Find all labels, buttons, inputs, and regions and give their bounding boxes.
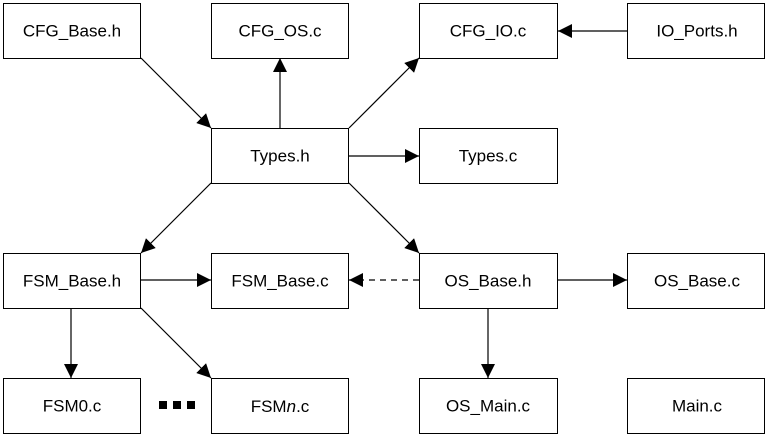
node-cfg-base-h: CFG_Base.h (3, 3, 141, 59)
node-fsm-base-h: FSM_Base.h (3, 253, 141, 309)
node-types-c: Types.c (419, 128, 558, 184)
fsmn-italic: n (287, 397, 296, 416)
node-cfg-os-c: CFG_OS.c (211, 3, 349, 59)
node-label: FSM_Base.h (23, 272, 121, 291)
node-cfg-io-c: CFG_IO.c (419, 3, 558, 59)
node-label: CFG_Base.h (23, 22, 121, 41)
fsmn-prefix: FSM (251, 397, 287, 416)
node-label: FSM0.c (43, 397, 102, 416)
node-label: OS_Base.h (445, 272, 532, 291)
edge-cfg-base-to-types (140, 57, 212, 129)
edge-types-to-fsm-base (140, 182, 212, 254)
node-label: FSMn.c (251, 397, 310, 416)
node-os-base-h: OS_Base.h (419, 253, 558, 309)
node-label: CFG_OS.c (238, 22, 322, 41)
node-types-h: Types.h (211, 128, 349, 184)
edge-types-to-os-base (348, 182, 420, 254)
node-os-main-c: OS_Main.c (419, 378, 558, 434)
ellipsis (159, 401, 195, 409)
node-label: Types.h (250, 147, 310, 166)
edge-fsm-base-to-fsmn (140, 307, 212, 379)
node-fsmn-c: FSMn.c (211, 378, 349, 434)
node-os-base-c: OS_Base.c (627, 253, 765, 309)
fsmn-suffix: .c (296, 397, 310, 416)
node-label: OS_Main.c (446, 397, 531, 416)
node-label: FSM_Base.c (231, 272, 329, 291)
node-label: OS_Base.c (654, 272, 740, 291)
node-label: Main.c (672, 397, 723, 416)
node-main-c: Main.c (627, 378, 765, 434)
node-fsm-base-c: FSM_Base.c (211, 253, 349, 309)
node-label: CFG_IO.c (450, 22, 527, 41)
node-label: Types.c (459, 147, 518, 166)
node-label: IO_Ports.h (656, 22, 737, 41)
node-io-ports-h: IO_Ports.h (627, 3, 765, 59)
node-fsm0-c: FSM0.c (3, 378, 141, 434)
edge-types-to-cfg-io (348, 57, 420, 129)
